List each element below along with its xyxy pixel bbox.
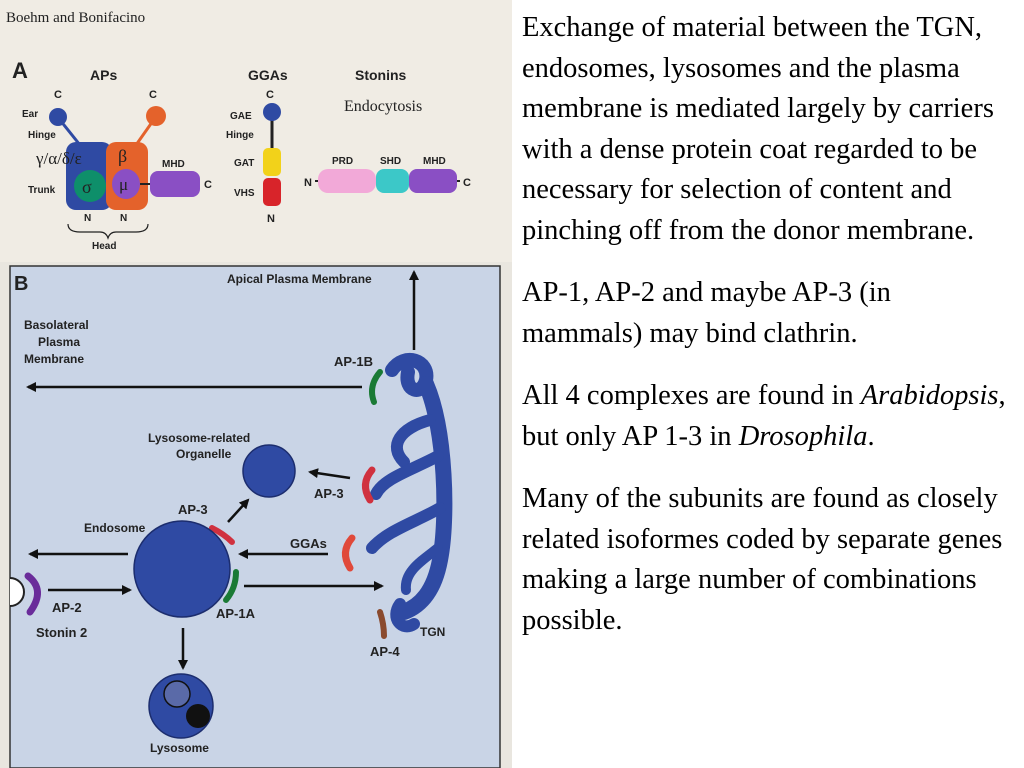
- aps-sigma-subunit: [74, 170, 106, 202]
- ggas-n: N: [267, 213, 275, 225]
- tgn-branch-3: [366, 502, 446, 554]
- ggas-gat-label: GAT: [234, 158, 254, 169]
- lysosome-inclusion-2: [186, 704, 210, 728]
- ggas-c: C: [266, 89, 274, 101]
- arrow-to-lro: [308, 468, 351, 480]
- ggas-gat-domain: [263, 148, 281, 176]
- tgn-branch-1: [390, 414, 436, 468]
- tgn-branch-4: [400, 543, 443, 595]
- ggas-hinge-label: Hinge: [226, 130, 254, 141]
- stonins-shd-label: SHD: [380, 156, 401, 167]
- ap3-endosome-label: AP-3: [178, 502, 208, 517]
- basolateral-label-3: Membrane: [24, 352, 84, 366]
- ap1a-coat: [223, 569, 239, 603]
- stonins-diagram: Stonins Endocytosis PRD SHD MHD N C: [304, 67, 471, 193]
- lysosome-inclusion-1: [163, 680, 191, 708]
- stonin2-label: Stonin 2: [36, 625, 87, 640]
- ggas-gae-label: GAE: [230, 111, 252, 122]
- apical-pm-label: Apical Plasma Membrane: [227, 272, 372, 286]
- basolateral-label-2: Plasma: [38, 335, 80, 349]
- aps-head-label: Head: [92, 241, 116, 252]
- arrow-endosome-to-lro: [227, 498, 250, 523]
- paragraph-coat-carriers: Exchange of material between the TGN, en…: [522, 12, 994, 246]
- trafficking-figure: Boehm and Bonifacino A APs C C Ear Hinge…: [0, 0, 512, 768]
- ap2-coat: [24, 572, 41, 616]
- stonins-endocytosis: Endocytosis: [344, 98, 422, 115]
- aps-large-subunit-label: γ/α/δ/ε: [35, 149, 82, 168]
- stonins-c: C: [463, 177, 471, 189]
- lro-label-1: Lysosome-related: [148, 431, 250, 445]
- aps-head-brace: [67, 223, 149, 240]
- panel-a: Boehm and Bonifacino A APs C C Ear Hinge…: [0, 0, 512, 262]
- aps-beta-label: β: [118, 146, 127, 166]
- ggas-gae-domain: [263, 103, 281, 121]
- lysosome-related-organelle: [242, 444, 296, 498]
- aps-sigma-label: σ: [82, 177, 92, 197]
- lysosome-label: Lysosome: [150, 741, 209, 755]
- ap4-coat: [377, 609, 387, 639]
- ggas-title: GGAs: [248, 67, 288, 83]
- ap3-endosome-coat: [209, 525, 235, 545]
- paragraph-isoforms: Many of the subunits are found as closel…: [522, 483, 1003, 636]
- stonins-mhd-label: MHD: [423, 156, 446, 167]
- ggas-label: GGAs: [290, 536, 327, 551]
- aps-title: APs: [90, 67, 117, 83]
- aps-n-right: N: [120, 213, 127, 224]
- ggas-diagram: GGAs C GAE Hinge GAT VHS N: [226, 67, 288, 225]
- stonins-prd-label: PRD: [332, 156, 353, 167]
- ap3-tgn-label: AP-3: [314, 486, 344, 501]
- species-drosophila: Drosophila: [738, 420, 868, 452]
- stonins-mhd-domain: [409, 169, 457, 193]
- aps-c-left: C: [54, 89, 62, 101]
- species-text-2: , but only AP 1-3 in: [522, 380, 1006, 452]
- endosome: [133, 520, 231, 618]
- aps-diagram: APs C C Ear Hinge Trunk γ/α/δ/ε β σ μ MH…: [22, 67, 212, 252]
- ggas-vhs-label: VHS: [234, 188, 255, 199]
- species-text-1: All 4 complexes are found in: [522, 380, 861, 411]
- aps-ear-right: [146, 106, 166, 126]
- basolateral-label-1: Basolateral: [24, 318, 89, 332]
- aps-ear-label: Ear: [22, 109, 38, 120]
- ap1a-label: AP-1A: [216, 606, 256, 621]
- species-arabidopsis: Arabidopsis: [860, 380, 999, 411]
- stonins-shd-domain: [376, 169, 409, 193]
- text-panel: Exchange of material between the TGN, en…: [522, 8, 1018, 663]
- aps-mhd-label: MHD: [162, 159, 185, 170]
- stonins-prd-domain: [318, 169, 376, 193]
- stonins-title: Stonins: [355, 67, 407, 83]
- aps-ear-left: [49, 108, 67, 126]
- panel-a-background: [0, 0, 512, 262]
- panel-b-letter: B: [14, 273, 28, 295]
- aps-mu-label: μ: [119, 175, 128, 194]
- aps-trunk-label: Trunk: [28, 185, 56, 196]
- paragraph-clathrin: AP-1, AP-2 and maybe AP-3 (in mammals) m…: [522, 277, 891, 349]
- ap1b-label: AP-1B: [334, 354, 373, 369]
- ap2-label: AP-2: [52, 600, 82, 615]
- aps-n-left: N: [84, 213, 91, 224]
- pm-pit: [9, 577, 25, 607]
- tgn-stack: [366, 353, 453, 633]
- tgn-branch-2: [370, 450, 444, 500]
- ap4-label: AP-4: [370, 644, 400, 659]
- ap3-tgn-coat: [362, 466, 376, 504]
- tgn-label: TGN: [420, 625, 445, 639]
- aps-mhd-domain: [150, 171, 200, 197]
- ggas-vhs-domain: [263, 178, 281, 206]
- ap1b-coat: [369, 369, 383, 405]
- paragraph-species: All 4 complexes are found in Arabidopsis…: [522, 376, 1018, 457]
- aps-mu-subunit: [112, 169, 140, 199]
- panel-b: B: [0, 262, 512, 768]
- ggas-coat: [342, 534, 356, 572]
- aps-mhd-c: C: [204, 179, 212, 191]
- aps-c-right: C: [149, 89, 157, 101]
- lro-label-2: Organelle: [176, 447, 232, 461]
- species-text-3: .: [867, 420, 875, 452]
- tgn-bud-bottom: [390, 598, 420, 633]
- panel-a-letter: A: [12, 58, 28, 83]
- aps-hinge-label: Hinge: [28, 130, 56, 141]
- endosome-label: Endosome: [84, 521, 146, 535]
- stonins-n: N: [304, 177, 312, 189]
- figure-credit: Boehm and Bonifacino: [6, 10, 145, 26]
